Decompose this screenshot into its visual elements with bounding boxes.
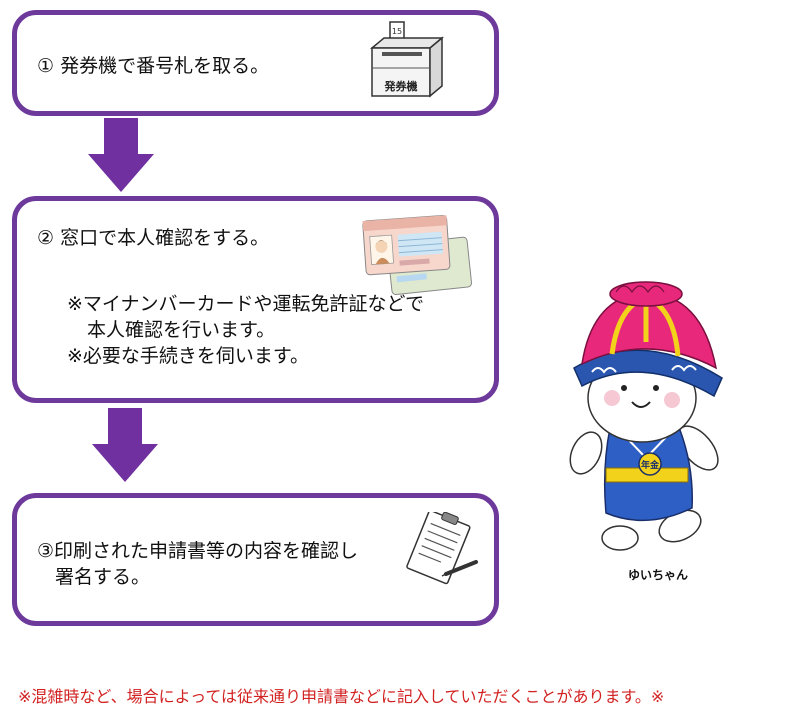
down-arrow-icon [88, 118, 154, 192]
ticket-machine-label: 発券機 [384, 79, 418, 93]
step-3-text-line-2: 署名する。 [55, 566, 151, 588]
id-card-icon [362, 215, 473, 296]
step-1-text: ① 発券機で番号札を取る。 [37, 55, 270, 77]
ticket-machine-icon: 15 発券機 [369, 21, 444, 98]
mascot-name: ゆいちゃん [628, 568, 689, 582]
step-2-box: ② 窓口で本人確認をする。 ※マイナンバーカードや運転免許証などで 本人確認を行… [12, 196, 499, 403]
footer-note: ※混雑時など、場合によっては従来通り申請書などに記入していただくことがあります。… [18, 687, 665, 706]
step-2-text: ② 窓口で本人確認をする。 [37, 227, 270, 249]
step-2-note-2: 本人確認を行います。 [87, 319, 276, 341]
mascot-yui-chan: 年金 [569, 281, 723, 551]
ticket-number: 15 [392, 27, 402, 36]
down-arrow-icon [92, 408, 158, 482]
step-3-text-line-1: ③印刷された申請書等の内容を確認し [37, 540, 359, 562]
step-2-note-3: ※必要な手続きを伺います。 [67, 345, 310, 367]
step-2-note-1: ※マイナンバーカードや運転免許証などで [67, 293, 425, 315]
mascot-badge: 年金 [641, 459, 660, 471]
signing-form-icon [406, 512, 478, 585]
